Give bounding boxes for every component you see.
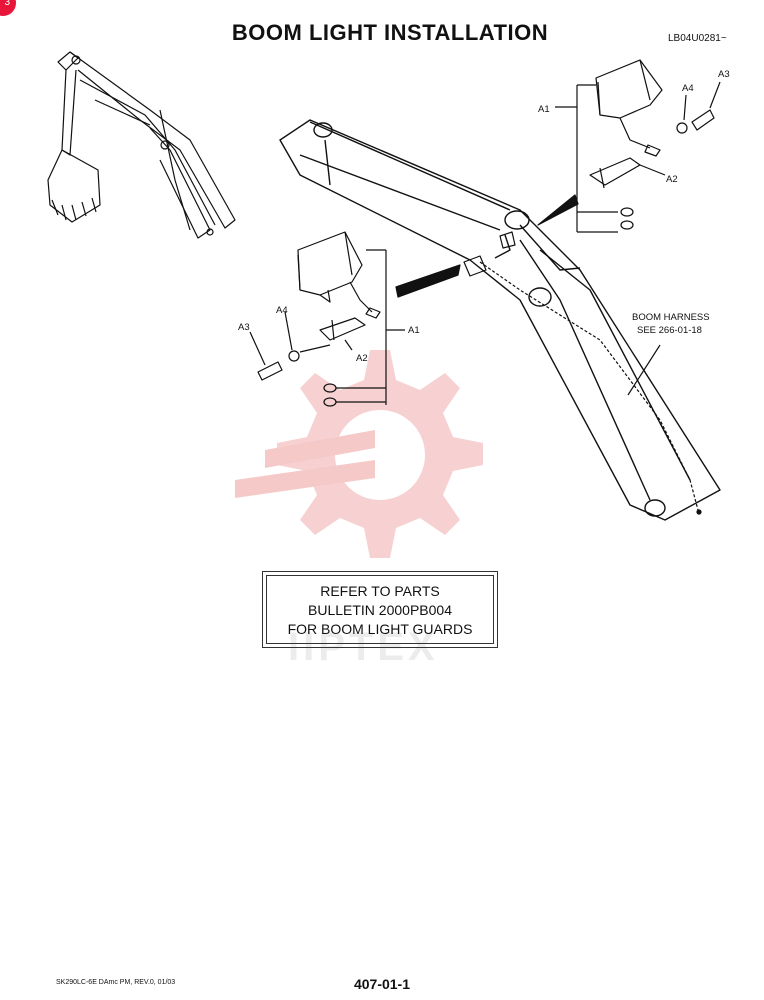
callout-a3-right: A3: [718, 69, 730, 80]
corner-badge: 3: [0, 0, 16, 16]
callout-a1-left: A1: [408, 325, 420, 336]
harness-label-line1: BOOM HARNESS: [632, 312, 710, 323]
note-line-2: BULLETIN 2000PB004: [308, 602, 452, 618]
note-line-1: REFER TO PARTS: [320, 583, 440, 599]
callout-a1-right: A1: [538, 104, 550, 115]
callout-a3-left: A3: [238, 322, 250, 333]
callout-a2-right: A2: [666, 174, 678, 185]
callout-a4-left: A4: [276, 305, 288, 316]
footer-document-id: SK290LC-6E DAmc PM, REV.0, 01/03: [56, 979, 176, 986]
page-title: BOOM LIGHT INSTALLATION: [231, 20, 549, 45]
page-number: 407-01-1: [353, 976, 411, 992]
left-light-group: [249, 231, 405, 407]
right-light-group: [555, 59, 721, 233]
main-boom: [279, 119, 721, 521]
excavator-overview: [47, 51, 236, 239]
parts-bulletin-note: REFER TO PARTS BULLETIN 2000PB004 FOR BO…: [262, 571, 498, 648]
callout-a4-right: A4: [682, 83, 694, 94]
watermark-gear-icon: [235, 350, 483, 558]
drawing-reference: LB04U0281~: [668, 33, 727, 44]
note-line-3: FOR BOOM LIGHT GUARDS: [287, 621, 473, 637]
harness-label-line2: SEE 266-01-18: [637, 325, 702, 336]
callout-a2-left: A2: [356, 353, 368, 364]
